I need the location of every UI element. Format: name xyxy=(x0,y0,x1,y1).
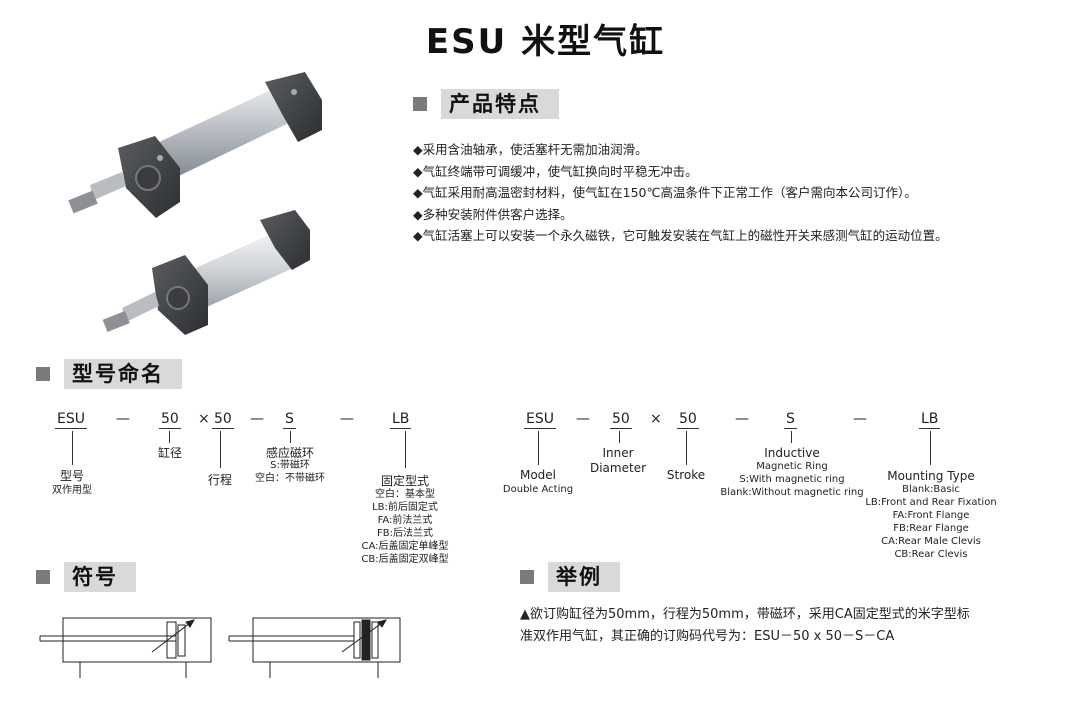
mounting-option-cn: FB:后法兰式 xyxy=(377,528,433,539)
code-inductive-en: S xyxy=(784,411,797,429)
example-line: ▲欲订购缸径为50mm，行程为50mm，带磁环，采用CA固定型式的米字型标 xyxy=(520,607,970,622)
features-list: ◆采用含油轴承，使活塞杆无需加油润滑。 ◆气缸终端带可调缓冲，使气缸换向时平稳无… xyxy=(413,139,948,247)
cylinder-photo xyxy=(68,72,322,335)
section-square-icon xyxy=(36,570,50,584)
mounting-label-cn: 固定型式 xyxy=(380,474,429,488)
mounting-option-en: LB:Front and Rear Fixation xyxy=(865,497,997,508)
example-heading: 举例 xyxy=(520,562,620,592)
code-stroke-cn: 50 xyxy=(212,411,234,429)
mounting-option-cn: LB:前后固定式 xyxy=(372,502,438,513)
code-dash: — xyxy=(576,411,590,427)
diameter-label-en: Diameter xyxy=(589,461,647,475)
connector-line xyxy=(619,431,620,443)
inductive-label-en: Inductive xyxy=(764,446,820,460)
page-title: ESU 米型气缸 xyxy=(425,22,666,62)
code-dash: — xyxy=(116,411,130,427)
model-sub-cn: 双作用型 xyxy=(52,485,92,496)
code-dash: — xyxy=(250,411,264,427)
code-model-cn: ESU xyxy=(55,411,87,429)
code-times: × xyxy=(198,411,210,427)
mounting-label-en: Mounting Type xyxy=(887,469,975,483)
inductive-option-en: S:With magnetic ring xyxy=(739,474,845,485)
feature-item: ◆气缸活塞上可以安装一个永久磁铁，它可触发安装在气缸上的磁性开关来感测气缸的运动… xyxy=(413,228,948,243)
code-dash: — xyxy=(853,411,867,427)
code-dash: — xyxy=(340,411,354,427)
feature-item: ◆采用含油轴承，使活塞杆无需加油润滑。 xyxy=(413,142,648,157)
inductive-option-en: Blank:Without magnetic ring xyxy=(720,487,864,498)
code-diameter-cn: 50 xyxy=(159,411,181,429)
mounting-option-cn: FA:前法兰式 xyxy=(377,515,433,526)
inductive-option-cn: 空白：不带磁环 xyxy=(255,473,325,484)
connector-line xyxy=(220,431,221,468)
inductive-option-en: Magnetic Ring xyxy=(756,461,828,472)
mounting-option-cn: 空白：基本型 xyxy=(375,489,435,500)
feature-item: ◆多种安装附件供客户选择。 xyxy=(413,206,573,222)
cylinder-1 xyxy=(68,72,322,218)
feature-item: ◆气缸采用耐高温密封材料，使气缸在150℃高温条件下正常工作（客户需向本公司订作… xyxy=(413,185,917,200)
example-text: ▲欲订购缸径为50mm，行程为50mm，带磁环，采用CA固定型式的米字型标 准双… xyxy=(520,604,970,648)
stroke-label-cn: 行程 xyxy=(207,473,232,487)
code-inductive-cn: S xyxy=(283,411,296,429)
code-mounting-cn: LB xyxy=(390,411,412,429)
diameter-label-en: Inner xyxy=(602,446,634,460)
connector-line xyxy=(72,431,73,465)
mounting-option-en: Blank:Basic xyxy=(902,484,960,495)
connector-line xyxy=(290,431,291,443)
cylinder-symbol-magnetic xyxy=(228,617,401,678)
code-diameter-en: 50 xyxy=(610,411,632,429)
section-square-icon xyxy=(36,367,50,381)
example-line: 准双作用气缸，其正确的订购码代号为：ESU－50 x 50－S－CA xyxy=(520,629,895,644)
code-model-en: ESU xyxy=(524,411,556,429)
mounting-option-cn: CB:后盖固定双峰型 xyxy=(361,554,449,565)
code-mounting-en: LB xyxy=(919,411,941,429)
feature-item: ◆气缸终端带可调缓冲，使气缸换向时平稳无冲击。 xyxy=(413,163,698,179)
connector-line xyxy=(686,431,687,465)
mounting-option-en: CB:Rear Clevis xyxy=(894,549,968,560)
connector-line xyxy=(538,431,539,465)
model-sub-en: Double Acting xyxy=(502,484,574,495)
mounting-option-cn: CA:后盖固定单峰型 xyxy=(361,541,449,552)
cylinder-symbols xyxy=(39,617,401,678)
connector-line xyxy=(930,431,931,465)
connector-line xyxy=(169,431,170,443)
model-label-cn: 型号 xyxy=(59,469,84,483)
mounting-option-en: CA:Rear Male Clevis xyxy=(881,536,981,547)
connector-line xyxy=(405,431,406,468)
section-square-icon xyxy=(413,97,427,111)
features-heading: 产品特点 xyxy=(413,89,559,119)
diameter-label-cn: 缸径 xyxy=(157,446,182,460)
cylinder-2 xyxy=(102,210,310,335)
model-naming-heading: 型号命名 xyxy=(36,359,182,389)
inductive-label-cn: 感应磁环 xyxy=(265,446,314,460)
symbol-heading: 符号 xyxy=(36,562,136,592)
stroke-label-en: Stroke xyxy=(666,468,706,482)
mounting-option-en: FA:Front Flange xyxy=(892,510,970,521)
code-dash: — xyxy=(735,411,749,427)
mounting-option-en: FB:Rear Flange xyxy=(893,523,969,534)
code-stroke-en: 50 xyxy=(677,411,699,429)
code-times: × xyxy=(650,411,662,427)
inductive-option-cn: S:带磁环 xyxy=(270,460,310,471)
connector-line xyxy=(791,431,792,443)
section-square-icon xyxy=(520,570,534,584)
cylinder-symbol-standard xyxy=(39,617,212,678)
model-label-en: Model xyxy=(519,468,557,482)
